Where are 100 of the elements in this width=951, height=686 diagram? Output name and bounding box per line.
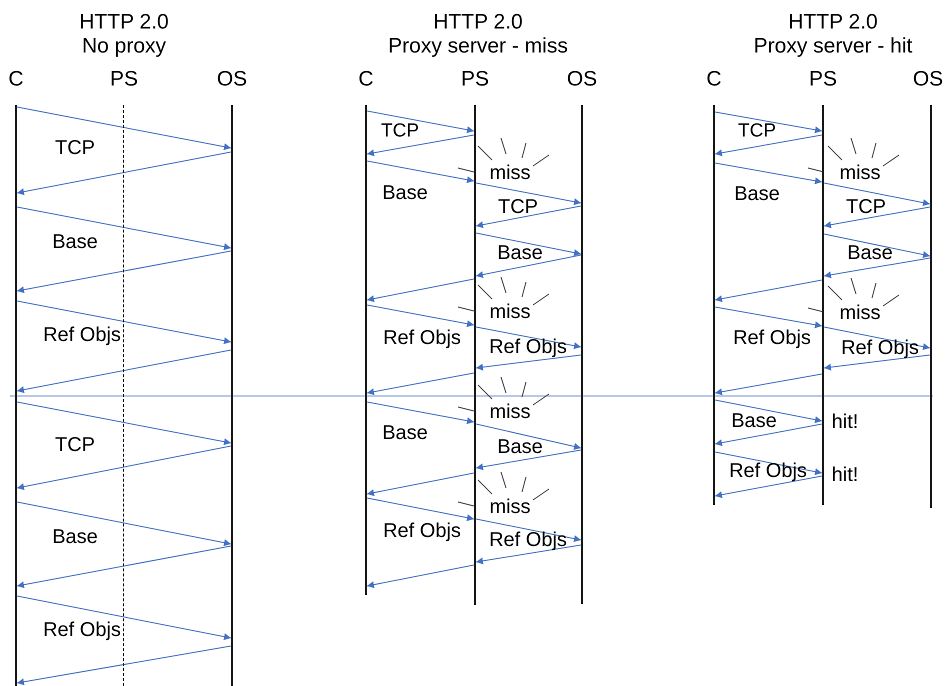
lifeline [474,105,476,605]
lifeline-label: OS [912,67,944,91]
panel-heading: HTTP 2.0 [433,10,523,34]
status-label: hit! [832,411,858,433]
message-arrow [714,476,822,498]
message-arrow [16,596,232,640]
message-arrow [714,280,822,302]
lifeline [231,105,233,686]
message-label: Ref Objs [729,460,807,482]
lifeline-label: PS [110,67,138,91]
message-arrow [16,152,232,196]
message-arrow [476,206,582,228]
message-arrow [714,424,822,446]
status-label: miss [839,302,881,324]
message-arrow [476,254,582,278]
status-label: miss [489,162,531,184]
message-arrow [714,112,822,134]
status-label: miss [489,496,531,518]
message-label: Ref Objs [489,336,567,358]
message-label: Ref Objs [841,337,919,359]
status-label: hit! [832,464,858,486]
message-label: Base [52,231,98,253]
message-arrow [476,424,582,450]
panel-heading: Proxy server - hit [754,34,912,58]
message-label: TCP [55,137,95,159]
message-arrow [824,206,930,228]
message-label: TCP [738,122,776,142]
panel-heading: Proxy server - miss [388,34,568,58]
message-arrow [366,372,474,396]
message-label: TCP [381,122,419,142]
lifeline-label: C [706,67,722,91]
lifeline [822,105,824,505]
message-arrow [714,374,822,396]
message-arrow [16,646,232,686]
panel-heading: HTTP 2.0 [79,10,169,34]
message-arrow [16,300,232,344]
message-arrow [16,206,232,250]
message-arrow [476,354,582,371]
lifeline [713,105,715,505]
message-arrow [366,160,474,184]
panel-heading: No proxy [82,34,166,58]
lifeline [581,105,583,604]
message-label: Ref Objs [383,520,461,542]
message-arrow [16,446,232,490]
message-arrow [476,518,582,542]
lifeline-label: OS [216,67,248,91]
status-label: miss [839,162,881,184]
message-arrow [714,400,822,424]
lifeline-label: PS [809,67,837,91]
lifeline [365,105,367,595]
lifeline-label: OS [566,67,598,91]
message-arrow [714,452,822,476]
message-arrow [476,544,582,564]
message-arrow [16,350,232,394]
message-label: Base [734,183,780,205]
message-label: Ref Objs [733,327,811,349]
message-label: TCP [498,196,538,218]
message-arrow [16,106,232,150]
message-arrow [366,402,474,424]
lifeline [930,105,932,508]
message-arrow [824,182,930,206]
status-label: miss [489,401,531,423]
message-arrow [476,232,582,256]
message-arrow [714,306,822,328]
message-label: Base [497,436,543,458]
message-arrow [16,402,232,446]
message-label: Base [847,242,893,264]
message-label: Base [382,422,428,444]
lifeline-label: C [358,67,374,91]
message-label: Ref Objs [43,619,121,641]
message-label: Base [382,182,428,204]
message-arrow [824,326,930,350]
message-arrow [366,498,474,522]
message-label: Base [731,410,777,432]
message-arrow [16,250,232,294]
message-arrow [714,162,822,184]
message-label: Base [497,242,543,264]
dashed-lifeline [123,105,124,686]
message-label: Ref Objs [383,327,461,349]
message-label: Ref Objs [489,529,567,551]
message-arrow [366,278,474,302]
message-arrow [366,304,474,328]
message-arrow [824,354,930,371]
lifeline [15,105,17,686]
message-label: TCP [846,196,886,218]
message-arrow [16,546,232,588]
message-arrow [366,472,474,496]
message-arrow [16,502,232,546]
panel-heading: HTTP 2.0 [788,10,878,34]
message-label: Base [52,526,98,548]
message-arrow [714,134,822,156]
message-arrow [366,564,474,588]
message-arrow [366,134,474,156]
message-label: Ref Objs [43,324,121,346]
message-arrow [476,450,582,470]
message-arrow [824,258,930,278]
message-label: TCP [55,434,95,456]
lifeline-label: C [8,67,24,91]
status-label: miss [489,301,531,323]
message-arrow [476,326,582,350]
